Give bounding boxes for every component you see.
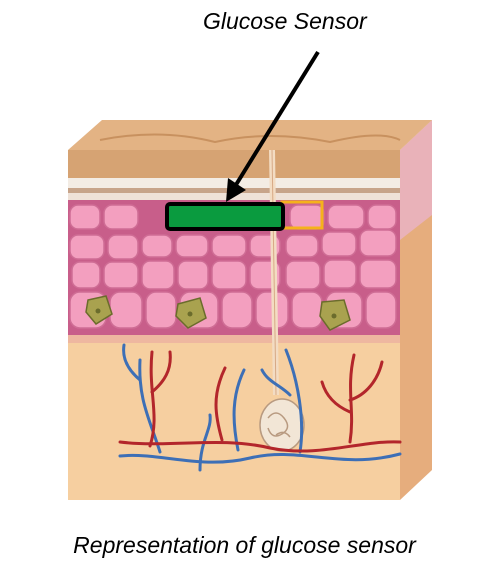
sweat-gland: [260, 399, 304, 451]
epidermis-layer: [68, 150, 400, 180]
diagram-caption: Representation of glucose sensor: [0, 532, 489, 559]
glucose-sensor-bar: [167, 204, 283, 229]
